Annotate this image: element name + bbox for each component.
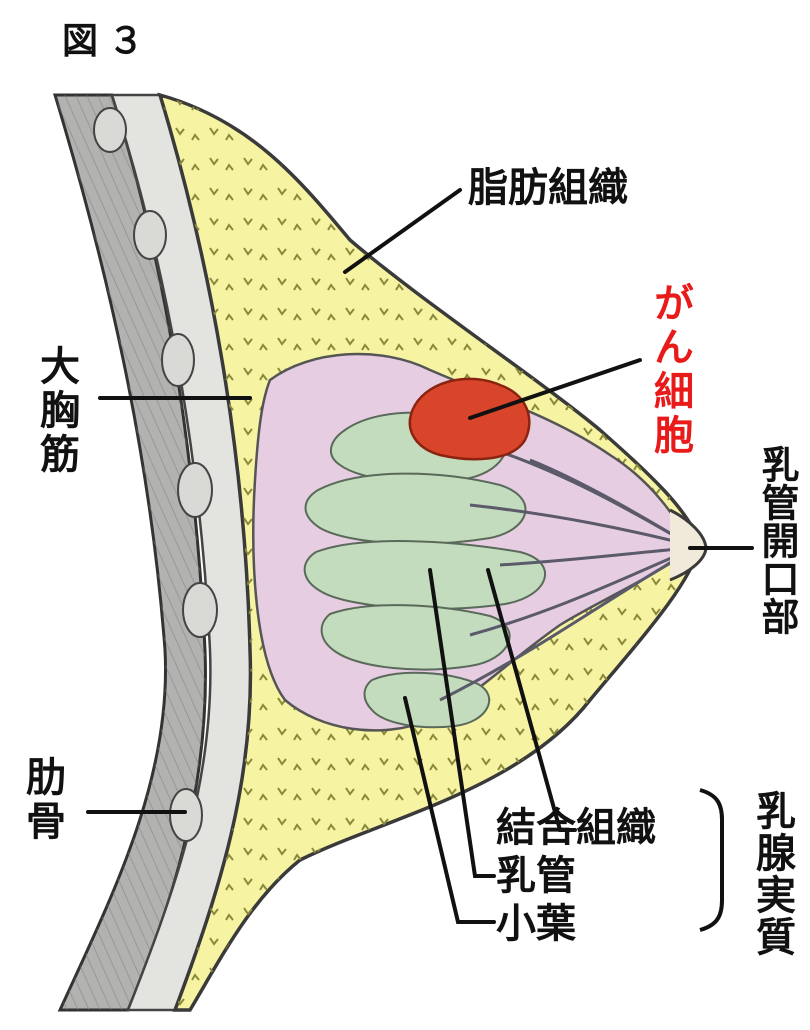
leader-fat [345, 190, 460, 272]
label-lobule: 小葉 [496, 904, 576, 944]
nipple [670, 510, 706, 580]
figure-title: 図３ [62, 24, 154, 60]
label-fat-tissue: 脂肪組織 [468, 168, 628, 208]
label-connective-tissue: 結合組織 [496, 808, 656, 848]
label-cancer-cells: がん細胞 [650, 282, 690, 458]
label-duct-opening: 乳管開口部 [758, 445, 796, 635]
label-lactiferous-duct: 乳管 [496, 856, 576, 896]
label-rib: 肋骨 [22, 756, 62, 844]
label-glandular-parenchyma: 乳腺実質 [752, 790, 792, 958]
label-pectoralis-major: 大胸筋 [36, 345, 76, 477]
parenchyma-bracket [700, 790, 722, 930]
